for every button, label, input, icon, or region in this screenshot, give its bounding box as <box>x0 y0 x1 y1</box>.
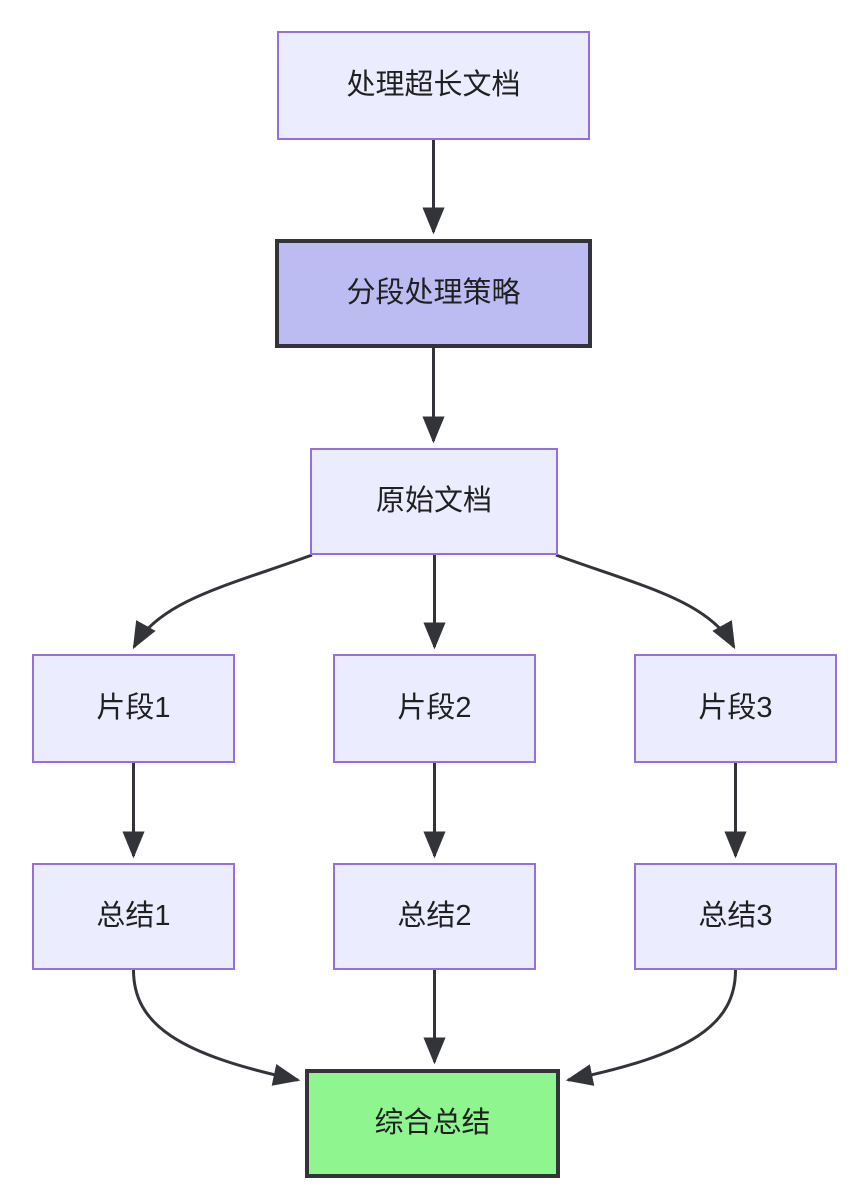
edge-n2-n3 <box>132 553 313 650</box>
edge-n8-n9 <box>565 969 737 1086</box>
node-label: 总结2 <box>397 900 472 933</box>
node-label: 处理超长文档 <box>346 69 521 102</box>
node-label: 片段3 <box>698 692 773 725</box>
node-summary-3[interactable]: 总结3 <box>634 863 837 970</box>
node-fragment-1[interactable]: 片段1 <box>32 654 235 763</box>
node-fragment-2[interactable]: 片段2 <box>333 654 536 763</box>
node-chunking-strategy[interactable]: 分段处理策略 <box>275 239 592 348</box>
node-final-summary[interactable]: 综合总结 <box>305 1069 560 1178</box>
node-label: 总结1 <box>96 900 171 933</box>
node-original-document[interactable]: 原始文档 <box>310 448 558 555</box>
edge-n6-n9 <box>132 969 301 1086</box>
edge-n2-n5 <box>555 553 736 650</box>
node-summary-2[interactable]: 总结2 <box>333 863 536 970</box>
node-fragment-3[interactable]: 片段3 <box>634 654 837 763</box>
node-label: 总结3 <box>698 900 773 933</box>
node-label: 分段处理策略 <box>346 277 521 310</box>
node-label: 综合总结 <box>374 1107 491 1140</box>
node-label: 片段2 <box>397 692 472 725</box>
node-process-long-document[interactable]: 处理超长文档 <box>277 31 590 140</box>
node-summary-1[interactable]: 总结1 <box>32 863 235 970</box>
node-label: 原始文档 <box>375 485 492 518</box>
node-label: 片段1 <box>96 692 171 725</box>
